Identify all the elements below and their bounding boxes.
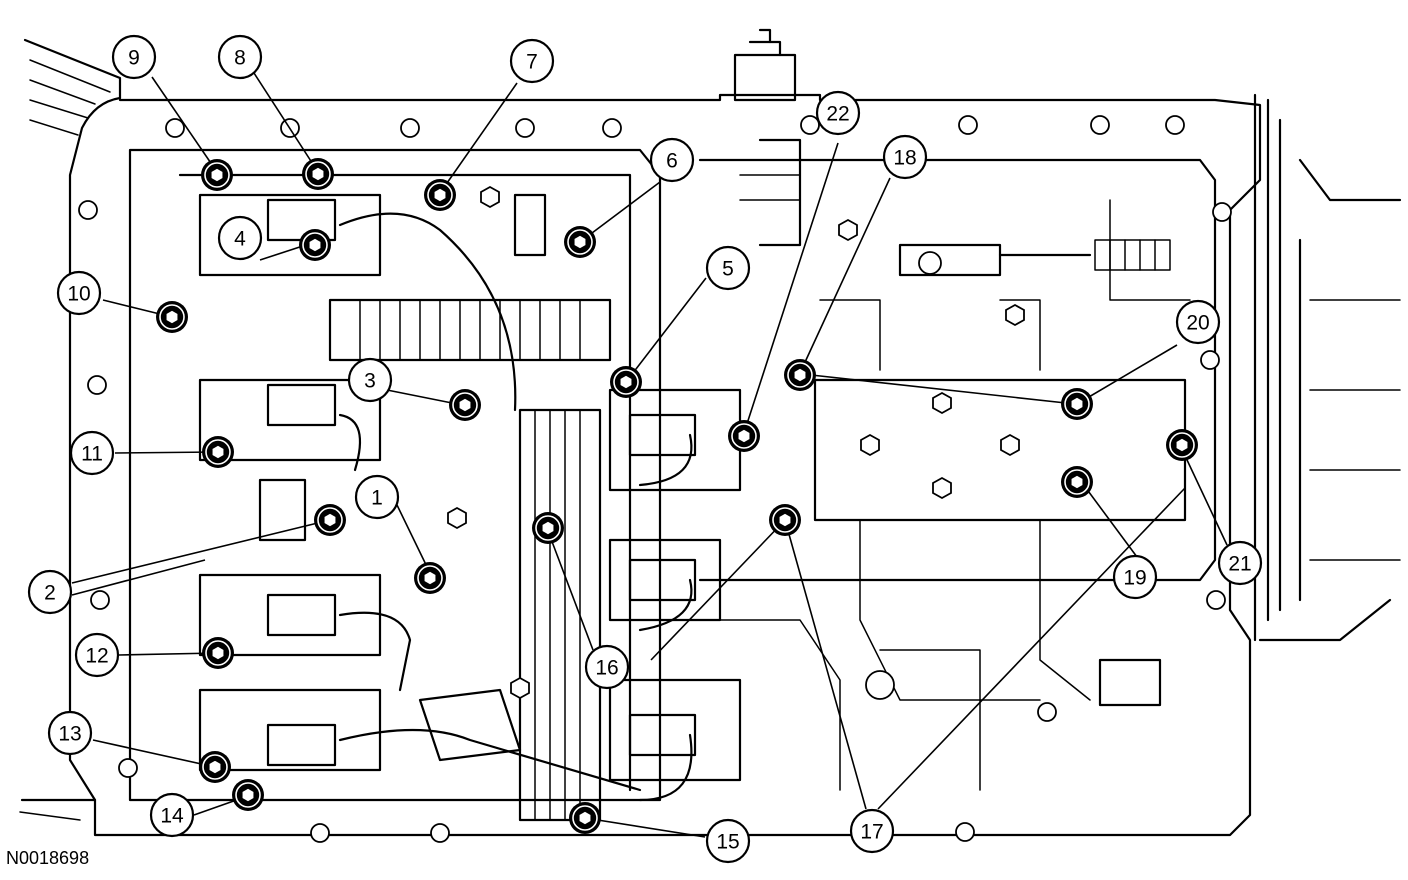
callout-circle <box>1112 554 1158 600</box>
bolt <box>314 504 346 536</box>
bolt <box>302 158 334 190</box>
callout-circle <box>149 792 195 838</box>
callout-16: 16 <box>584 644 630 690</box>
bolt <box>299 229 331 261</box>
bolt <box>201 159 233 191</box>
callout-18: 18 <box>882 134 928 180</box>
pan-holes <box>78 115 1232 843</box>
callout-6: 6 <box>649 137 695 183</box>
callout-4: 4 <box>217 215 263 261</box>
bolt <box>414 562 446 594</box>
callout-number: 14 <box>160 805 184 828</box>
callout-number: 21 <box>1228 553 1251 576</box>
plain-hex-fasteners <box>447 185 1025 700</box>
callout-circle <box>1217 540 1263 586</box>
figure-id: N0018698 <box>6 848 90 868</box>
case-outline <box>19 28 1402 837</box>
callout-22: 22 <box>815 90 861 136</box>
callout-number: 8 <box>234 47 246 70</box>
callout-number: 19 <box>1123 567 1146 590</box>
callout-number: 17 <box>860 821 883 844</box>
callout-number: 2 <box>44 582 56 605</box>
callout-7: 7 <box>509 38 555 84</box>
bolt <box>202 637 234 669</box>
callout-circle <box>27 569 73 615</box>
bolt <box>232 779 264 811</box>
callout-circle <box>347 357 393 403</box>
callout-circle <box>649 137 695 183</box>
callout-number: 13 <box>58 723 81 746</box>
callout-13: 13 <box>47 710 93 756</box>
bolt-group <box>156 158 1198 834</box>
callout-3: 3 <box>347 357 393 403</box>
callout-number: 10 <box>67 283 90 306</box>
bolt <box>564 226 596 258</box>
callout-number: 9 <box>128 47 140 70</box>
callout-21: 21 <box>1217 540 1263 586</box>
callout-number: 22 <box>826 103 849 126</box>
bolt <box>202 436 234 468</box>
bolt <box>728 420 760 452</box>
callout-circle <box>705 818 751 864</box>
callout-9: 9 <box>111 34 157 80</box>
callout-number: 12 <box>85 645 108 668</box>
callout-11: 11 <box>69 430 115 476</box>
callout-circle <box>56 270 102 316</box>
callout-circle <box>74 632 120 678</box>
bolt <box>424 179 456 211</box>
callout-10: 10 <box>56 270 102 316</box>
callout-number: 1 <box>371 487 383 510</box>
bolt <box>1166 429 1198 461</box>
callout-5: 5 <box>705 245 751 291</box>
callout-circle <box>509 38 555 84</box>
callout-circle <box>217 215 263 261</box>
bolt <box>449 389 481 421</box>
callout-number: 16 <box>595 657 618 680</box>
bolt <box>610 366 642 398</box>
callout-8: 8 <box>217 34 263 80</box>
callout-circle <box>705 245 751 291</box>
callout-number: 6 <box>666 150 678 173</box>
callout-1: 1 <box>354 474 400 520</box>
bolt <box>199 751 231 783</box>
bolt <box>769 504 801 536</box>
callout-circle <box>849 808 895 854</box>
callout-15: 15 <box>705 818 751 864</box>
callout-14: 14 <box>149 792 195 838</box>
callout-number: 3 <box>364 370 376 393</box>
callout-circle <box>69 430 115 476</box>
callout-number: 7 <box>526 51 538 74</box>
callout-circle <box>354 474 400 520</box>
callout-number: 15 <box>716 831 739 854</box>
callout-circle <box>47 710 93 756</box>
callout-number: 20 <box>1186 312 1209 335</box>
bolt <box>569 802 601 834</box>
callout-20: 20 <box>1175 299 1221 345</box>
callout-2: 2 <box>27 569 73 615</box>
callout-circle <box>1175 299 1221 345</box>
callout-19: 19 <box>1112 554 1158 600</box>
callout-17: 17 <box>849 808 895 854</box>
bolt <box>1061 388 1093 420</box>
bolt <box>1061 466 1093 498</box>
callout-number: 4 <box>234 228 246 251</box>
callout-circle <box>111 34 157 80</box>
callout-12: 12 <box>74 632 120 678</box>
callout-number: 18 <box>893 147 916 170</box>
bolt <box>156 301 188 333</box>
callout-circle <box>584 644 630 690</box>
callout-number: 11 <box>81 443 103 466</box>
bolt <box>532 512 564 544</box>
callout-circle <box>217 34 263 80</box>
bolt <box>784 359 816 391</box>
callout-circle <box>815 90 861 136</box>
callout-circle <box>882 134 928 180</box>
callout-number: 5 <box>722 258 734 281</box>
